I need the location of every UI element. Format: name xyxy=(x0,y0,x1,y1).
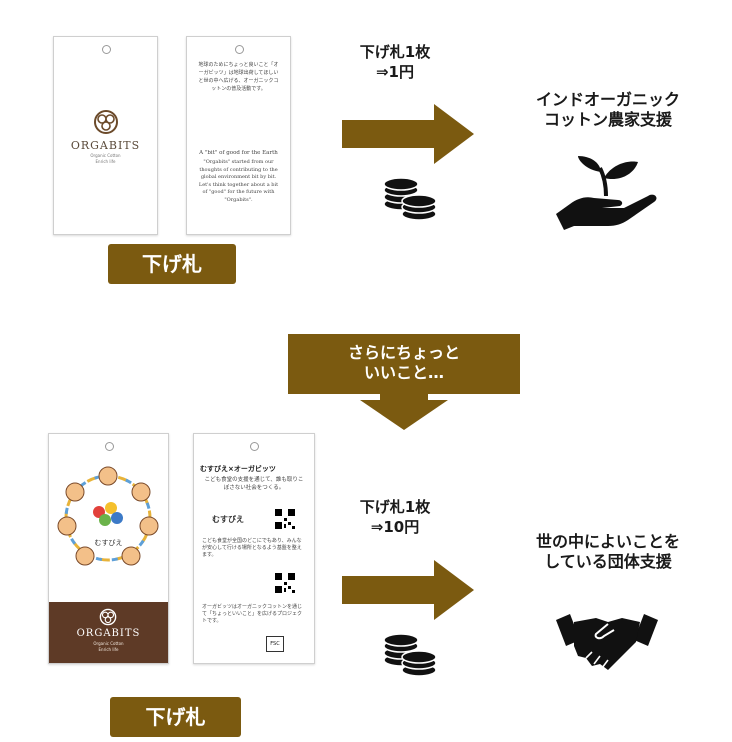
hand-plant-icon xyxy=(556,156,657,230)
bottom-arrow-right-icon xyxy=(342,560,474,620)
mascot-circle-illustration xyxy=(57,466,159,566)
musubie-logo: むすびえ xyxy=(212,515,244,524)
tag-brand: ORGABITS xyxy=(70,139,141,152)
tag-hole xyxy=(101,45,111,54)
tag-back-body-2: オーガビッツはオーガニックコットンを通じて「ちょっといいこと」を広げるプロジェク… xyxy=(202,604,303,624)
middle-line-1: さらにちょっと xyxy=(347,343,460,362)
qr-code-icon xyxy=(274,508,296,530)
top-tag-label: 下げ札 xyxy=(108,244,236,284)
top-arrow-right-icon xyxy=(342,104,474,164)
tag-subtitle: Organic Cotton xyxy=(90,153,121,158)
tag-subtitle: Organic Cotton xyxy=(93,641,124,646)
handshake-icon xyxy=(556,614,658,670)
tag-back-title: むすびえ×オーガビッツ xyxy=(200,465,276,473)
tag-back-text-en: "Orgabits" started from our thoughts of … xyxy=(198,159,279,203)
top-result-text: インドオーガニック コットン農家支援 xyxy=(518,90,698,130)
tag-back-en-title: A "bit" of good for the Earth xyxy=(199,150,278,156)
bottom-price-line-2: ⇒10円 xyxy=(370,518,420,536)
orgabits-logo-icon xyxy=(99,608,117,626)
top-tag-back: 地球のためにちょっと良いこと「オーガビッツ」は地球出荷してほしいと世の中へ広げる… xyxy=(186,36,291,235)
top-price-line-2: ⇒1円 xyxy=(375,63,414,81)
bottom-result-line-1: 世の中によいことを xyxy=(535,532,680,551)
bottom-price-line-1: 下げ札1枚 xyxy=(359,498,431,516)
fsc-mark: FSC xyxy=(266,636,284,652)
bottom-price-text: 下げ札1枚 ⇒10円 xyxy=(340,497,450,537)
bottom-tag-back: むすびえ×オーガビッツ こども食堂の支援を通じて、誰も取りこぼさない社会をつくる… xyxy=(193,433,315,664)
bottom-tag-label: 下げ札 xyxy=(110,697,241,737)
middle-line-2: いいこと… xyxy=(363,363,444,382)
tag-hole xyxy=(104,442,114,451)
tag-subtitle-2: Enrich life xyxy=(98,647,119,652)
tag-brand: ORGABITS xyxy=(76,628,141,639)
tag-back-body-1: こども食堂が全国のどこにでもあり、みんなが安心して行ける場所となるよう基盤を整え… xyxy=(202,538,302,558)
coins-icon xyxy=(383,633,437,677)
top-result-line-2: コットン農家支援 xyxy=(543,110,672,129)
tag-back-text-jp: 地球のためにちょっと良いこと「オーガビッツ」は地球出荷してほしいと世の中へ広げる… xyxy=(198,62,279,92)
top-result-line-1: インドオーガニック xyxy=(535,90,680,109)
tag-subtitle-2: Enrich life xyxy=(95,159,116,164)
mascot-text: むすびえ xyxy=(94,539,123,547)
coins-icon xyxy=(383,177,437,221)
orgabits-logo-icon xyxy=(94,110,118,134)
top-price-text: 下げ札1枚 ⇒1円 xyxy=(340,42,450,82)
top-tag-front: ORGABITS Organic Cotton Enrich life xyxy=(53,36,158,235)
tag-hole xyxy=(250,442,259,451)
top-price-line-1: 下げ札1枚 xyxy=(359,43,431,61)
middle-banner-arrow xyxy=(288,334,520,430)
bottom-result-line-2: している団体支援 xyxy=(544,552,672,571)
middle-banner-text: さらにちょっと いいこと… xyxy=(288,343,520,383)
bottom-tag-front: むすびえ ORGABITS Organic Cotton Enrich life xyxy=(48,433,169,664)
tag-brown-band: ORGABITS Organic Cotton Enrich life xyxy=(49,602,168,663)
tag-hole xyxy=(234,45,244,54)
qr-code-icon xyxy=(274,572,296,594)
bottom-result-text: 世の中によいことを している団体支援 xyxy=(518,532,698,572)
tag-back-intro: こども食堂の支援を通じて、誰も取りこぼさない社会をつくる。 xyxy=(204,477,304,491)
